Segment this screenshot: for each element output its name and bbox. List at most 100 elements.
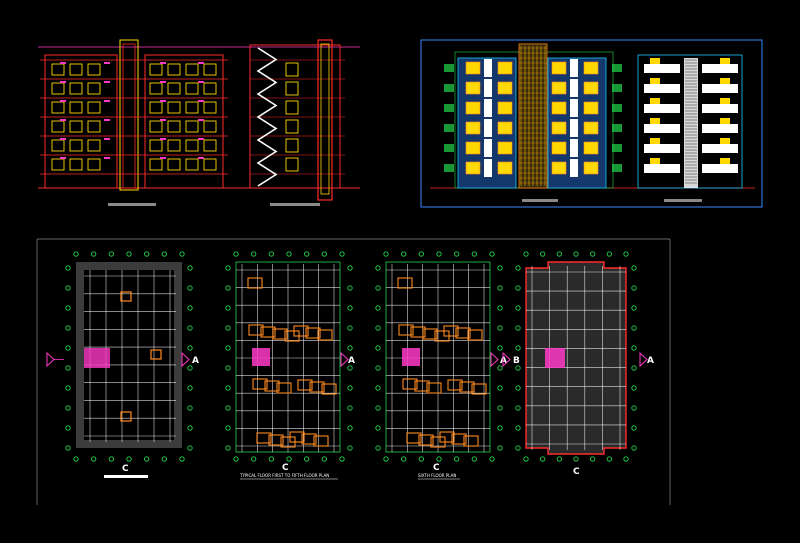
- circle-icon: [540, 251, 546, 257]
- circle-icon: [144, 251, 150, 257]
- circle-icon: [515, 325, 521, 331]
- circle-icon: [375, 425, 381, 431]
- circle-icon: [515, 445, 521, 451]
- circle-icon: [540, 456, 546, 462]
- plan-title-sixth-floor: SIXTH FLOOR PLAN: [418, 473, 456, 478]
- window-opening: [87, 82, 101, 95]
- circle-icon: [375, 325, 381, 331]
- circle-icon: [339, 456, 345, 462]
- planter-box: [612, 124, 622, 132]
- stair-flights: [256, 47, 278, 187]
- circle-icon: [347, 365, 353, 371]
- circle-icon: [375, 445, 381, 451]
- circle-icon: [515, 305, 521, 311]
- window-opening: [185, 120, 199, 133]
- circle-icon: [631, 365, 637, 371]
- elevation-window: [497, 161, 513, 175]
- balcony-rail: [702, 84, 738, 93]
- planter-box: [444, 104, 454, 112]
- level-tag: [198, 119, 204, 121]
- window-opening: [87, 120, 101, 133]
- planter-box: [444, 64, 454, 72]
- window-opening: [51, 101, 65, 114]
- room-wall: [471, 383, 487, 395]
- section-marker-b-label: B: [513, 356, 520, 366]
- side-window: [650, 138, 660, 144]
- plan-sixth-grid: [386, 264, 490, 452]
- circle-icon: [187, 445, 193, 451]
- plan-sixth-stair: [402, 348, 420, 366]
- circle-icon: [179, 251, 185, 257]
- circle-icon: [623, 251, 629, 257]
- circle-icon: [65, 425, 71, 431]
- circle-icon: [375, 405, 381, 411]
- window-opening: [87, 101, 101, 114]
- elevation-window: [497, 141, 513, 155]
- window-opening: [69, 82, 83, 95]
- elevation-window: [551, 121, 567, 135]
- level-tag: [104, 119, 110, 121]
- level-tag: [160, 100, 166, 102]
- elevation-sheet: [420, 39, 763, 208]
- circle-icon: [144, 456, 150, 462]
- circle-icon: [497, 285, 503, 291]
- circle-icon: [225, 305, 231, 311]
- triangle-right-icon: [490, 351, 499, 368]
- circle-icon: [251, 251, 257, 257]
- circle-icon: [304, 251, 310, 257]
- level-tag: [198, 138, 204, 140]
- planter-box: [444, 84, 454, 92]
- elevation-window: [465, 161, 481, 175]
- room-wall: [268, 434, 284, 446]
- window-opening: [51, 120, 65, 133]
- circle-icon: [515, 425, 521, 431]
- circle-icon: [65, 365, 71, 371]
- room-wall: [247, 277, 263, 289]
- triangle-right-icon: [181, 351, 190, 368]
- circle-icon: [631, 425, 637, 431]
- circle-icon: [286, 251, 292, 257]
- elevation-window: [583, 101, 599, 115]
- section-drawing-left: [38, 39, 360, 206]
- window-opening: [87, 139, 101, 152]
- plan-terrace-stair: [545, 348, 565, 368]
- circle-icon: [347, 385, 353, 391]
- window-opening: [185, 139, 199, 152]
- room-wall: [402, 378, 418, 390]
- circle-icon: [187, 305, 193, 311]
- circle-icon: [126, 456, 132, 462]
- room-wall: [467, 329, 483, 341]
- column-footing: [150, 349, 162, 360]
- elevation-window: [551, 101, 567, 115]
- elevation-window: [551, 141, 567, 155]
- circle-icon: [225, 405, 231, 411]
- circle-icon: [375, 285, 381, 291]
- circle-icon: [497, 445, 503, 451]
- circle-icon: [515, 405, 521, 411]
- planter-box: [444, 124, 454, 132]
- window-opening: [203, 158, 217, 171]
- level-tag: [60, 100, 66, 102]
- circle-icon: [590, 251, 596, 257]
- side-window: [650, 118, 660, 124]
- room-wall: [264, 380, 280, 392]
- window-opening: [149, 139, 163, 152]
- circle-icon: [497, 345, 503, 351]
- section-marker-a-label: A: [192, 356, 199, 366]
- side-window: [720, 58, 730, 64]
- section-marker-a-plan1-right: A: [181, 351, 199, 368]
- window-opening: [149, 120, 163, 133]
- window-opening: [203, 82, 217, 95]
- window-opening: [149, 82, 163, 95]
- window-opening: [167, 101, 181, 114]
- window-opening: [87, 63, 101, 76]
- circle-icon: [65, 445, 71, 451]
- circle-icon: [187, 345, 193, 351]
- plan-title-typical-floor: TYPICAL FLOOR FIRST TO FIFTH FLOOR PLAN: [239, 473, 329, 478]
- plan-foundation: [76, 262, 182, 478]
- triangle-right-icon: [639, 351, 648, 368]
- section-marker-c-plan3: C: [433, 463, 440, 473]
- circle-icon: [347, 285, 353, 291]
- circle-icon: [233, 251, 239, 257]
